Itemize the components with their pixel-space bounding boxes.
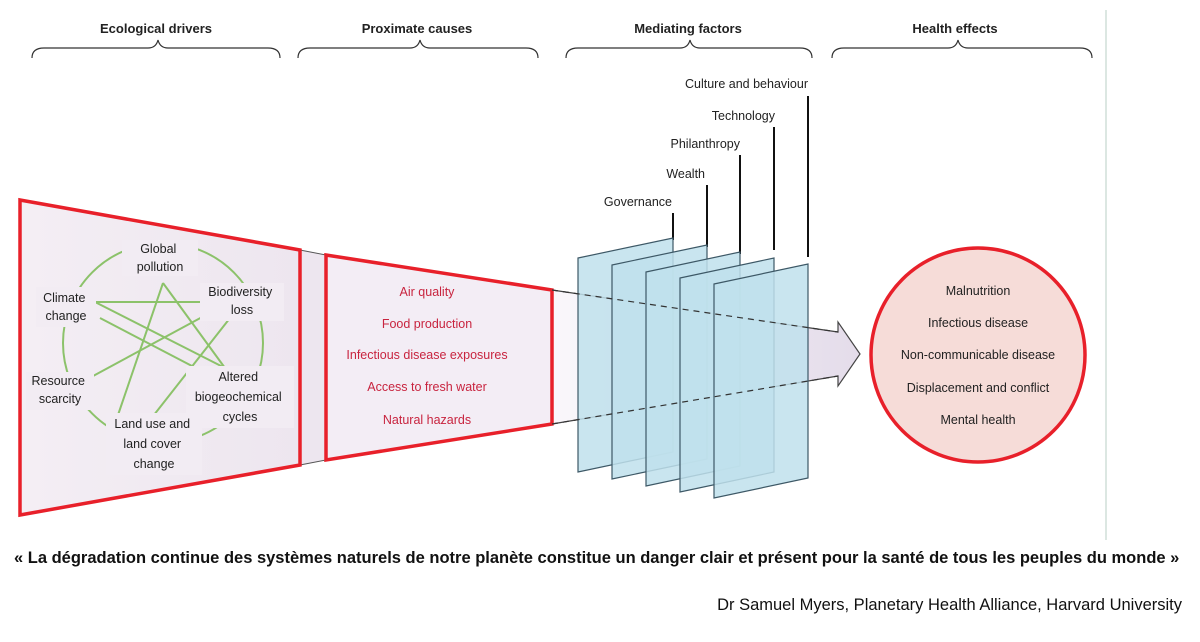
ecological-funnel — [18, 197, 302, 518]
header-health-effects: Health effects — [912, 21, 997, 36]
health-effects: Malnutrition Infectious disease Non-comm… — [869, 246, 1087, 464]
brace-ecological — [31, 39, 281, 59]
dashed-guide — [551, 375, 839, 425]
quote-attribution: Dr Samuel Myers, Planetary Health Allian… — [717, 596, 1182, 614]
mediating-labels: Governance Wealth Philanthropy Technolog… — [604, 77, 808, 209]
network-link — [117, 282, 164, 416]
brace-mediating — [565, 39, 813, 59]
driver-biodiversity-loss: Biodiversity loss — [208, 285, 275, 317]
network-link — [162, 282, 226, 369]
driver-resource-scarcity: Resource scarcity — [32, 374, 89, 406]
driver-altered-cycles: Altered biogeochemical cycles — [195, 370, 285, 424]
mediating-governance: Governance — [604, 195, 672, 209]
driver-land-use: Land use and land cover change — [114, 417, 193, 471]
header-ecological-drivers: Ecological drivers — [100, 21, 212, 36]
effect-item: Malnutrition — [946, 284, 1011, 298]
driver-network: Global pollution Biodiversity loss Clima… — [26, 240, 294, 475]
mediating-wealth: Wealth — [666, 167, 705, 181]
planetary-health-diagram: Ecological drivers Proximate causes Medi… — [18, 10, 1107, 540]
effect-item: Infectious disease — [928, 316, 1028, 330]
mediating-technology: Technology — [712, 109, 776, 123]
brace-proximate — [297, 39, 539, 59]
health-effects-circle — [869, 246, 1087, 464]
header-proximate-causes: Proximate causes — [362, 21, 473, 36]
brace-health — [831, 39, 1093, 59]
driver-climate-change: Climate change — [43, 291, 89, 323]
label-bg — [122, 240, 198, 276]
label-bg — [36, 287, 96, 327]
mediating-panels — [551, 96, 839, 499]
dashed-guide — [551, 289, 839, 333]
proximate-causes-list: Air quality Food production Infectious d… — [346, 285, 507, 427]
mediating-culture: Culture and behaviour — [685, 77, 808, 91]
panel-culture — [713, 263, 809, 499]
header-braces — [31, 39, 1093, 59]
cause-item: Food production — [382, 317, 472, 331]
label-bg — [106, 413, 202, 475]
cause-item: Air quality — [400, 285, 456, 299]
cause-item: Infectious disease exposures — [346, 348, 507, 362]
label-bg — [200, 283, 284, 321]
funnel-connector — [299, 249, 327, 466]
quote-text: « La dégradation continue des systèmes n… — [14, 549, 1180, 567]
effect-item: Non-communicable disease — [901, 348, 1055, 362]
effect-item: Displacement and conflict — [907, 381, 1050, 395]
label-bg — [186, 366, 294, 428]
label-bg — [26, 372, 94, 410]
header-mediating-factors: Mediating factors — [634, 21, 742, 36]
driver-global-pollution: Global pollution — [137, 242, 184, 274]
mediating-philanthropy: Philanthropy — [671, 137, 741, 151]
cause-item: Access to fresh water — [367, 380, 487, 394]
cause-item: Natural hazards — [383, 413, 471, 427]
network-link — [94, 301, 226, 369]
effect-item: Mental health — [940, 413, 1015, 427]
